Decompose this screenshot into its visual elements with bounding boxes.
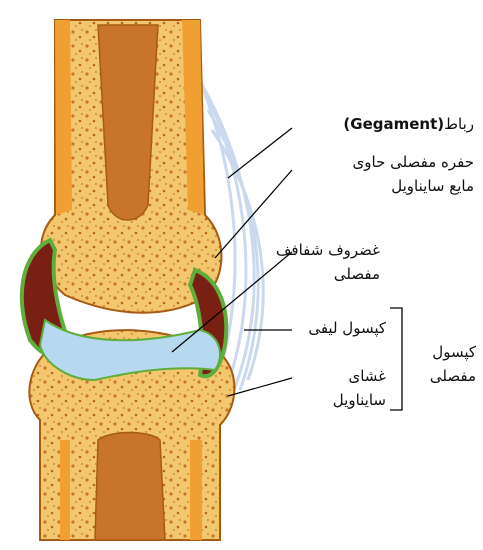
joint-capsule-line1: کپسول [410, 340, 476, 364]
capsule-bracket [390, 308, 402, 410]
label-cartilage: غضروف شفافف مفصلی [300, 238, 380, 286]
leader-ligament [228, 128, 292, 178]
synovial-membrane-line2: سایناویل [294, 388, 386, 412]
joint-capsule-line2: مفصلی [410, 364, 476, 388]
cartilage-line1: غضروف شفافف [300, 238, 380, 262]
ligament-fa-text: رباط [444, 115, 474, 133]
joint-cavity-line2: مایع سایناویل [300, 174, 474, 198]
fibrous-capsule-text: کپسول لیفی [294, 316, 386, 340]
label-joint-capsule: کپسول مفصلی [410, 340, 476, 388]
label-synovial-membrane: غشای سایناویل [294, 364, 386, 412]
label-ligament: رباط(Gegament) [292, 112, 474, 136]
label-joint-cavity: حفره مفصلی حاوی مایع سایناویل [300, 150, 474, 198]
cartilage-line2: مفصلی [300, 262, 380, 286]
ligament-en-text: (Gegament) [343, 115, 444, 133]
synovial-membrane-line1: غشای [294, 364, 386, 388]
joint-cavity-line1: حفره مفصلی حاوی [300, 150, 474, 174]
label-fibrous-capsule: کپسول لیفی [294, 316, 386, 340]
upper-marrow-cavity [98, 25, 158, 220]
lower-marrow-cavity [95, 433, 165, 541]
